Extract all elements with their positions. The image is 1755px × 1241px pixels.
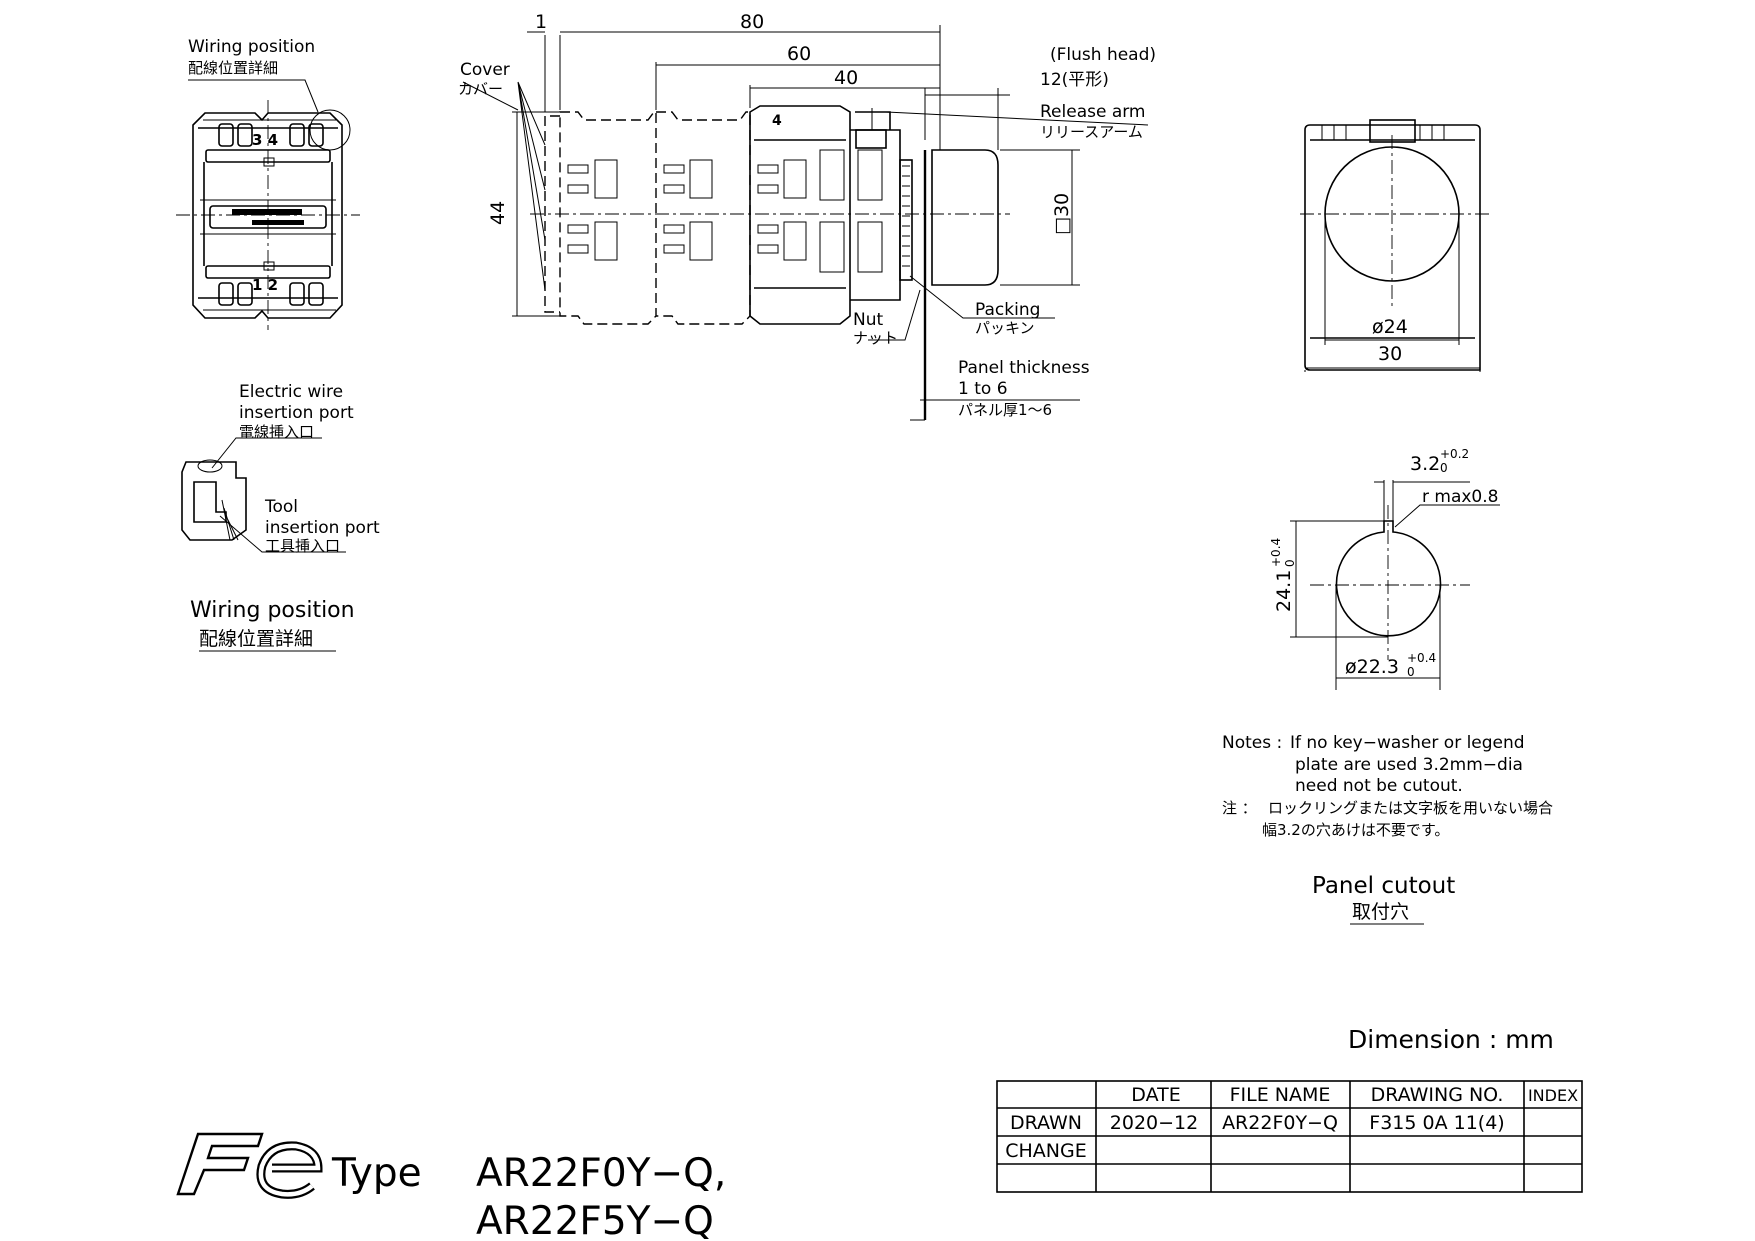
- cutout-height-tol-low: 0: [1283, 559, 1297, 567]
- title-block-text: DATE FILE NAME DRAWING NO. INDEX DRAWN 2…: [1005, 1084, 1578, 1162]
- cutout-radius: r max0.8: [1422, 487, 1498, 507]
- notes-ja-line-2: 幅3.2の穴あけは不要です。: [1262, 821, 1449, 839]
- front-view: [1300, 119, 1490, 372]
- dim-1: 1: [535, 11, 547, 33]
- dim-44: 44: [487, 201, 509, 225]
- wire-port-ja: 電線挿入口: [239, 423, 314, 441]
- wire-port-en-1: Electric wire: [239, 382, 343, 402]
- dim-40: 40: [834, 67, 858, 89]
- cutout-width-tol-low: 0: [1440, 461, 1448, 475]
- flush-head-label: (Flush head): [1050, 45, 1156, 65]
- fe-logo: [176, 1132, 323, 1199]
- wiring-caption-en: Wiring position: [190, 598, 355, 623]
- tb-header-date: DATE: [1131, 1084, 1180, 1106]
- tool-port-en-1: Tool: [264, 497, 298, 517]
- notes-ja-label: 注 ：: [1222, 799, 1257, 817]
- wire-port-detail: [181, 437, 346, 553]
- dimension-unit: Dimension : mm: [1348, 1025, 1554, 1054]
- cutout-width: 3.2: [1410, 453, 1440, 475]
- tb-drawn-date: 2020−12: [1110, 1112, 1198, 1134]
- release-arm-label-ja: リリースアーム: [1040, 123, 1143, 141]
- panel-thickness-en-2: 1 to 6: [958, 379, 1008, 399]
- notes-ja-line-1: ロックリングまたは文字板を用いない場合: [1268, 799, 1553, 817]
- wiring-detail-view: [176, 79, 360, 330]
- notes-line-1: If no key−washer or legend: [1290, 733, 1525, 753]
- type-label: Type: [331, 1151, 422, 1196]
- cover-label-en: Cover: [460, 60, 510, 80]
- notes-label: Notes :: [1222, 733, 1282, 753]
- block-mark: 4: [772, 113, 782, 129]
- flush-head-dim: 12(平形): [1040, 70, 1109, 90]
- tb-header-index: INDEX: [1528, 1086, 1578, 1105]
- wiring-callout-ja: 配線位置詳細: [188, 59, 278, 77]
- cutout-dia: ø22.3: [1345, 656, 1399, 678]
- panel-cutout-view: [1290, 480, 1500, 690]
- dim-60: 60: [787, 43, 811, 65]
- wiring-callout-en: Wiring position: [188, 37, 315, 57]
- packing-label-en: Packing: [975, 300, 1040, 320]
- tb-row-drawn: DRAWN: [1010, 1112, 1082, 1134]
- wire-port-en-2: insertion port: [239, 403, 354, 423]
- tb-drawn-drawing-no: F315 0A 11(4): [1369, 1112, 1504, 1134]
- cutout-caption-ja: 取付穴: [1352, 901, 1409, 923]
- panel-thickness-en-1: Panel thickness: [958, 358, 1090, 378]
- packing-label-ja: パッキン: [975, 319, 1035, 337]
- side-view: [462, 25, 1149, 421]
- cutout-dia-tol-low: 0: [1407, 665, 1415, 679]
- cover-label-ja: カバー: [458, 80, 503, 98]
- dim-30: 30: [1378, 343, 1402, 365]
- cutout-dia-tol-up: +0.4: [1407, 651, 1436, 665]
- model-1: AR22F0Y−Q,: [476, 1151, 726, 1196]
- cutout-height: 24.1: [1273, 570, 1295, 612]
- tool-port-ja: 工具挿入口: [265, 537, 340, 555]
- tb-header-file: FILE NAME: [1230, 1084, 1331, 1106]
- tb-drawn-file: AR22F0Y−Q: [1222, 1112, 1338, 1134]
- tb-row-change: CHANGE: [1005, 1140, 1087, 1162]
- cutout-height-tol-up: +0.4: [1269, 538, 1283, 567]
- cutout-width-tol-up: +0.2: [1440, 447, 1469, 461]
- terminal-label-bottom: 1 2: [252, 276, 278, 294]
- terminal-label-top: 3 4: [252, 131, 278, 149]
- notes-line-3: need not be cutout.: [1295, 776, 1463, 796]
- dim-sq30: □30: [1051, 193, 1073, 235]
- wiring-caption-ja: 配線位置詳細: [199, 628, 313, 650]
- tool-port-en-2: insertion port: [265, 518, 380, 538]
- notes-line-2: plate are used 3.2mm−dia: [1295, 755, 1523, 775]
- title-block: [996, 1080, 1583, 1193]
- nut-label-ja: ナット: [853, 329, 898, 347]
- cutout-caption-en: Panel cutout: [1312, 873, 1455, 899]
- dim-phi24: ø24: [1372, 316, 1408, 338]
- panel-thickness-ja: パネル厚1～6: [958, 401, 1052, 419]
- release-arm-label-en: Release arm: [1040, 102, 1146, 122]
- nut-label-en: Nut: [853, 310, 883, 330]
- model-2: AR22F5Y−Q: [476, 1199, 714, 1241]
- tb-header-drawing-no: DRAWING NO.: [1371, 1084, 1504, 1106]
- dim-80: 80: [740, 11, 764, 33]
